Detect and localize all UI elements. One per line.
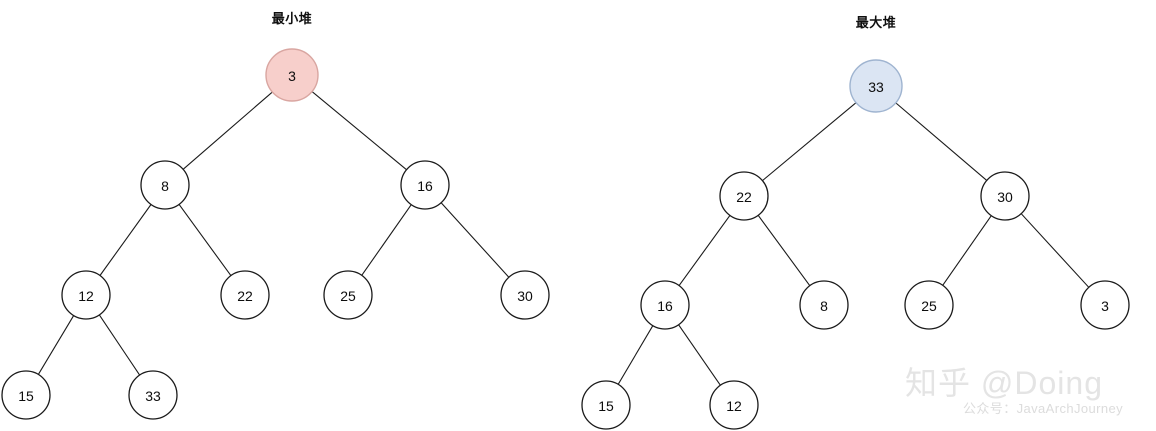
tree-node[interactable]: 16 bbox=[400, 160, 450, 210]
tree-edge bbox=[311, 91, 407, 171]
tree-node[interactable]: 30 bbox=[500, 270, 550, 320]
node-circle[interactable] bbox=[581, 380, 631, 430]
tree-node[interactable]: 33 bbox=[128, 370, 178, 420]
min-heap-title: 最小堆 bbox=[271, 11, 313, 26]
root-node-circle[interactable] bbox=[265, 48, 319, 102]
node-value-label: 33 bbox=[868, 79, 884, 95]
node-circle[interactable] bbox=[140, 160, 190, 210]
node-value-label: 25 bbox=[340, 288, 356, 304]
node-circle[interactable] bbox=[500, 270, 550, 320]
node-value-label: 30 bbox=[997, 189, 1013, 205]
node-value-label: 3 bbox=[1101, 298, 1109, 314]
node-value-label: 33 bbox=[145, 388, 161, 404]
tree-edge bbox=[37, 315, 75, 375]
tree-node[interactable]: 3 bbox=[265, 48, 319, 102]
node-value-label: 25 bbox=[921, 298, 937, 314]
tree-edge bbox=[99, 204, 152, 276]
tree-node[interactable]: 22 bbox=[220, 270, 270, 320]
tree-node[interactable]: 25 bbox=[323, 270, 373, 320]
edge-group bbox=[37, 91, 510, 376]
watermark-main: 知乎 @Doing bbox=[905, 365, 1103, 401]
node-circle[interactable] bbox=[128, 370, 178, 420]
tree-node[interactable]: 8 bbox=[140, 160, 190, 210]
max-heap-title: 最大堆 bbox=[855, 15, 897, 30]
tree-node[interactable]: 25 bbox=[904, 280, 954, 330]
node-value-label: 16 bbox=[417, 178, 433, 194]
tree-edge bbox=[178, 204, 232, 276]
node-circle[interactable] bbox=[1080, 280, 1130, 330]
tree-edge bbox=[678, 215, 731, 286]
tree-node[interactable]: 12 bbox=[61, 270, 111, 320]
edge-group bbox=[617, 102, 1090, 386]
node-value-label: 8 bbox=[820, 298, 828, 314]
tree-edge bbox=[98, 314, 141, 376]
node-value-label: 15 bbox=[18, 388, 34, 404]
tree-node[interactable]: 16 bbox=[640, 280, 690, 330]
node-circle[interactable] bbox=[1, 370, 51, 420]
tree-node[interactable]: 33 bbox=[849, 59, 903, 113]
node-value-label: 22 bbox=[736, 189, 752, 205]
node-circle[interactable] bbox=[799, 280, 849, 330]
tree-edge bbox=[182, 91, 273, 170]
node-circle[interactable] bbox=[400, 160, 450, 210]
node-circle[interactable] bbox=[323, 270, 373, 320]
tree-node[interactable]: 30 bbox=[980, 171, 1030, 221]
node-circle[interactable] bbox=[904, 280, 954, 330]
node-circle[interactable] bbox=[640, 280, 690, 330]
tree-edge bbox=[617, 325, 654, 385]
tree-edge bbox=[757, 215, 811, 286]
tree-edge bbox=[895, 102, 988, 181]
tree-node[interactable]: 15 bbox=[581, 380, 631, 430]
node-value-label: 15 bbox=[598, 398, 614, 414]
tree-node[interactable]: 3 bbox=[1080, 280, 1130, 330]
tree-edge bbox=[942, 215, 992, 286]
node-value-label: 12 bbox=[78, 288, 94, 304]
node-value-label: 22 bbox=[237, 288, 253, 304]
tree-edge bbox=[762, 102, 857, 182]
node-circle[interactable] bbox=[220, 270, 270, 320]
tree-edge bbox=[1020, 213, 1090, 288]
node-value-label: 12 bbox=[726, 398, 742, 414]
tree-node[interactable]: 15 bbox=[1, 370, 51, 420]
node-value-label: 30 bbox=[517, 288, 533, 304]
node-value-label: 3 bbox=[288, 68, 296, 84]
tree-node[interactable]: 12 bbox=[709, 380, 759, 430]
node-circle[interactable] bbox=[709, 380, 759, 430]
node-circle[interactable] bbox=[719, 171, 769, 221]
tree-node[interactable]: 8 bbox=[799, 280, 849, 330]
root-node-circle[interactable] bbox=[849, 59, 903, 113]
tree-edge bbox=[678, 324, 721, 386]
node-circle[interactable] bbox=[980, 171, 1030, 221]
tree-edge bbox=[440, 202, 510, 278]
tree-node[interactable]: 22 bbox=[719, 171, 769, 221]
node-circle[interactable] bbox=[61, 270, 111, 320]
tree-edge bbox=[361, 204, 412, 276]
watermark-sub: 公众号：JavaArchJourney bbox=[963, 401, 1124, 416]
node-value-label: 16 bbox=[657, 298, 673, 314]
node-value-label: 8 bbox=[161, 178, 169, 194]
